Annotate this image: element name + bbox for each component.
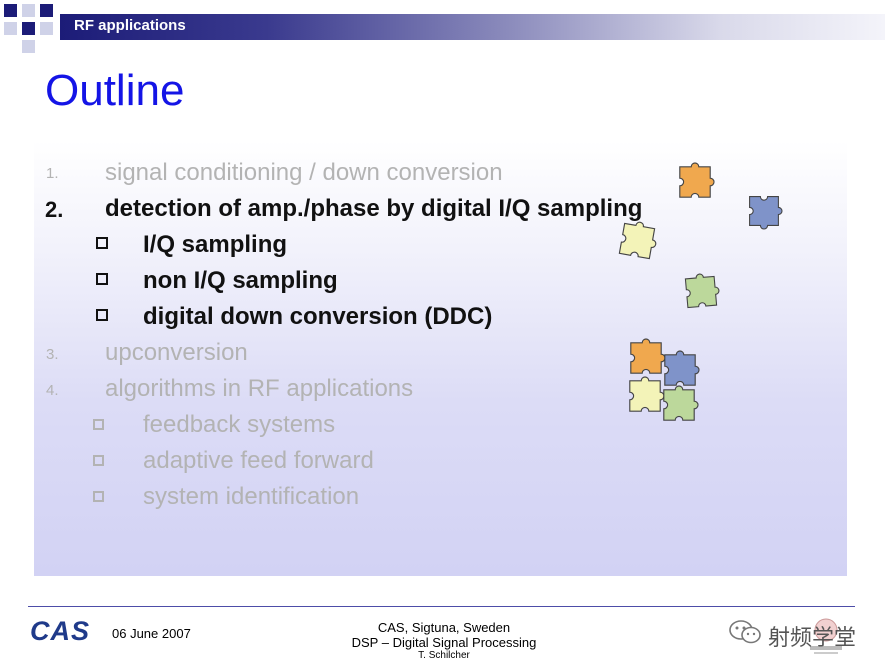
header-decor-square [4,4,17,17]
puzzle-piece-icon [679,162,715,198]
footer-date: 06 June 2007 [112,626,191,641]
footer-rule [28,606,855,607]
header-decor-square [22,22,35,35]
outline-item: algorithms in RF applications [105,375,414,402]
puzzle-piece-icon [664,350,700,386]
footer-venue: CAS, Sigtuna, Sweden [377,620,511,635]
checkbox-bullet-icon [96,237,108,249]
item-number: 4. [46,382,59,399]
checkbox-bullet-icon [96,309,108,321]
sub-item-active: digital down conversion (DDC) [143,303,493,330]
watermark-text: 射频学堂 [768,625,857,650]
slide-title: Outline [45,66,185,115]
puzzle-piece-icon [749,196,783,230]
header-bar [60,14,885,40]
item-number: 3. [46,346,59,363]
outline-item-active: detection of amp./phase by digital I/Q s… [105,195,643,222]
header-decor-square [4,22,17,35]
puzzle-piece-icon [684,271,721,309]
sub-item-active: I/Q sampling [143,231,288,258]
outline-item: upconversion [105,339,248,366]
cas-logo: CAS [30,616,91,646]
header-decor-square [40,4,53,17]
puzzle-piece-icon [629,376,665,412]
checkbox-bullet-icon [93,455,104,466]
footer-author: T. Schilcher [418,650,470,661]
header-decor-square [22,4,35,17]
sub-item-active: non I/Q sampling [143,267,338,294]
outline-item: signal conditioning / down conversion [105,159,503,186]
item-number: 1. [46,165,59,182]
sub-item: adaptive feed forward [143,447,374,474]
sub-item: system identification [143,483,360,510]
checkbox-bullet-icon [96,273,108,285]
university-logo-icon [810,618,842,654]
header-decor-square [22,40,35,53]
header-decor-square [40,22,53,35]
puzzle-piece-icon [663,385,699,421]
header-title: RF applications [74,17,186,34]
checkbox-bullet-icon [93,419,104,430]
content-panel [34,140,847,576]
footer-course: DSP – Digital Signal Processing [351,635,537,650]
sub-item: feedback systems [143,411,336,438]
puzzle-piece-icon [630,338,666,374]
puzzle-piece-icon [618,219,660,260]
checkbox-bullet-icon [93,491,104,502]
wechat-icon [729,620,761,644]
item-number: 2. [45,197,64,222]
